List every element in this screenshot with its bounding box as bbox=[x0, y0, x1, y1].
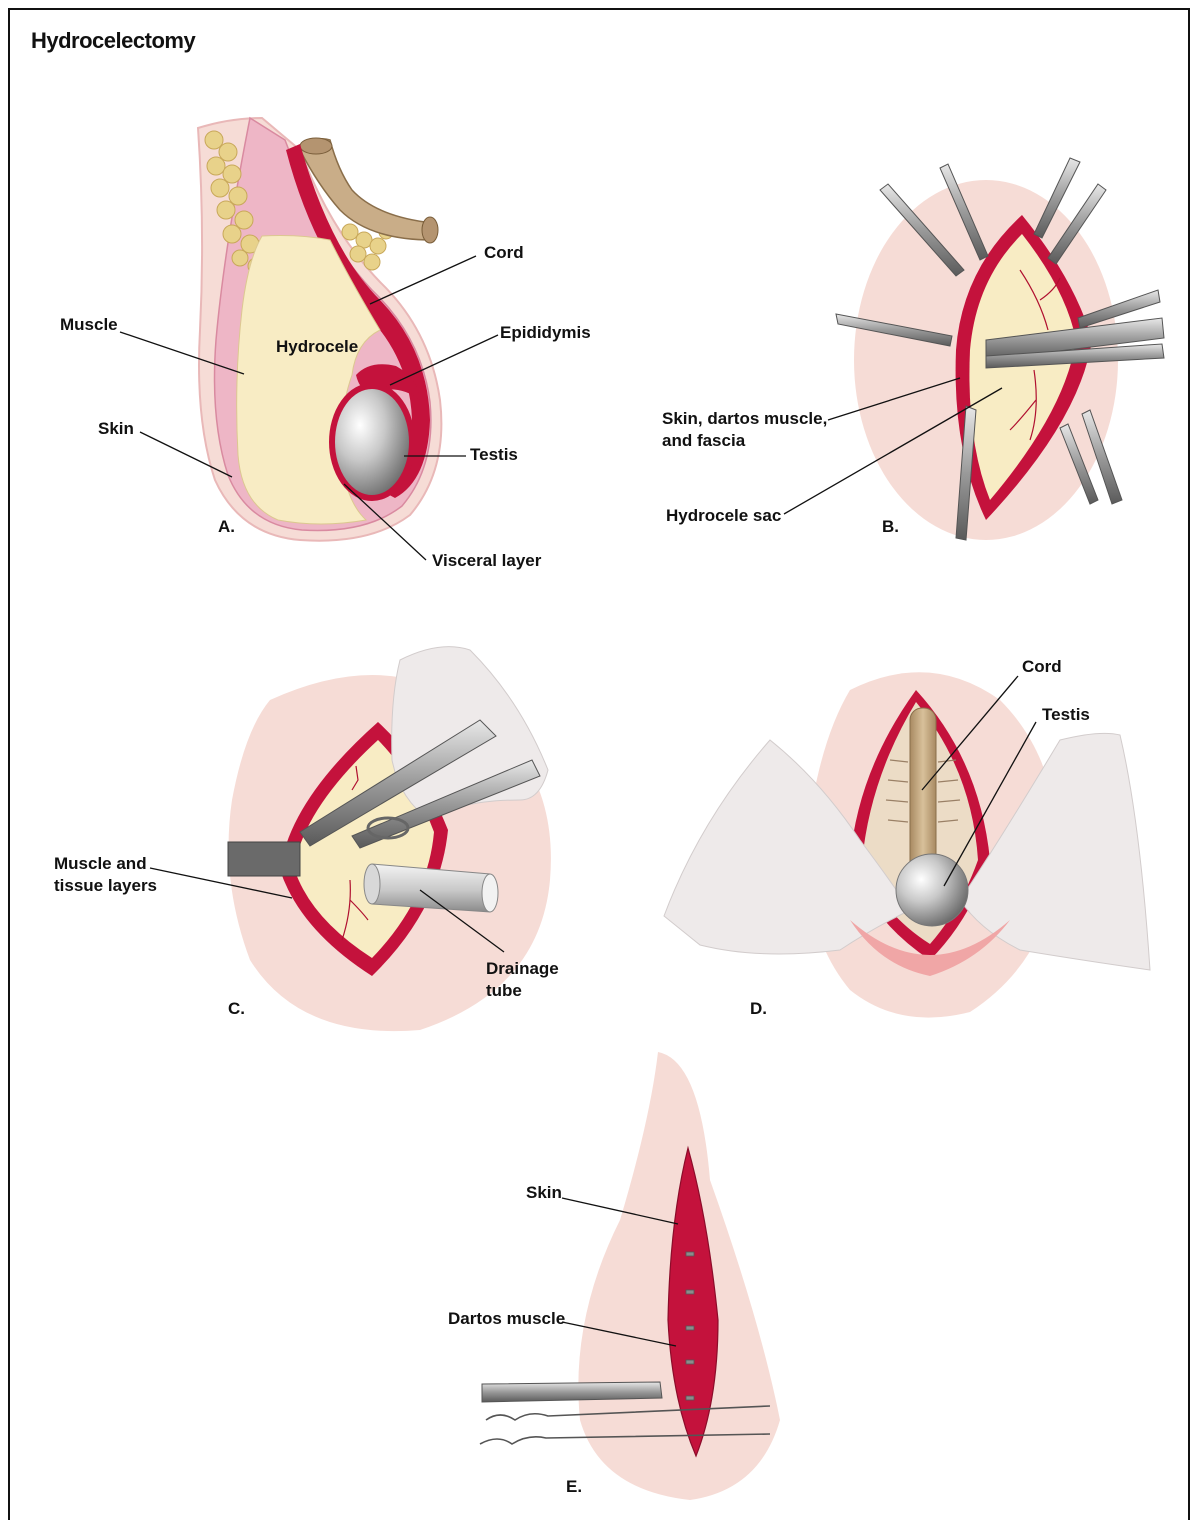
label-visceral-layer: Visceral layer bbox=[432, 550, 541, 572]
label-skin-e: Skin bbox=[526, 1182, 562, 1204]
label-muscle: Muscle bbox=[60, 314, 118, 336]
label-drainage-tube-2: tube bbox=[486, 980, 522, 1002]
c-retractor bbox=[228, 842, 300, 876]
label-hydrocele-sac: Hydrocele sac bbox=[666, 505, 781, 527]
d-cord-shape bbox=[910, 708, 936, 878]
label-muscle-tissue-2: tissue layers bbox=[54, 875, 157, 897]
panel-letter-c: C. bbox=[228, 998, 245, 1020]
label-cord-d: Cord bbox=[1022, 656, 1062, 678]
label-skin-dartos-fascia-2: and fascia bbox=[662, 430, 745, 452]
panel-e-closure bbox=[480, 1052, 780, 1500]
d-testis-shape bbox=[896, 854, 968, 926]
panel-letter-a: A. bbox=[218, 516, 235, 538]
label-skin-dartos-fascia-1: Skin, dartos muscle, bbox=[662, 408, 827, 430]
panel-b-incision bbox=[784, 158, 1164, 540]
label-cord: Cord bbox=[484, 242, 524, 264]
label-testis: Testis bbox=[470, 444, 518, 466]
label-skin: Skin bbox=[98, 418, 134, 440]
label-testis-d: Testis bbox=[1042, 704, 1090, 726]
panel-letter-b: B. bbox=[882, 516, 899, 538]
e-forceps bbox=[482, 1382, 662, 1402]
cord-end-shape bbox=[422, 217, 438, 243]
panel-letter-e: E. bbox=[566, 1476, 582, 1498]
label-dartos-muscle: Dartos muscle bbox=[448, 1308, 565, 1330]
panel-letter-d: D. bbox=[750, 998, 767, 1020]
label-muscle-tissue-1: Muscle and bbox=[54, 853, 147, 875]
label-hydrocele: Hydrocele bbox=[276, 336, 358, 358]
testis-shape bbox=[332, 386, 412, 498]
label-drainage-tube-1: Drainage bbox=[486, 958, 559, 980]
label-epididymis: Epididymis bbox=[500, 322, 591, 344]
cord-top-shape bbox=[300, 138, 332, 154]
